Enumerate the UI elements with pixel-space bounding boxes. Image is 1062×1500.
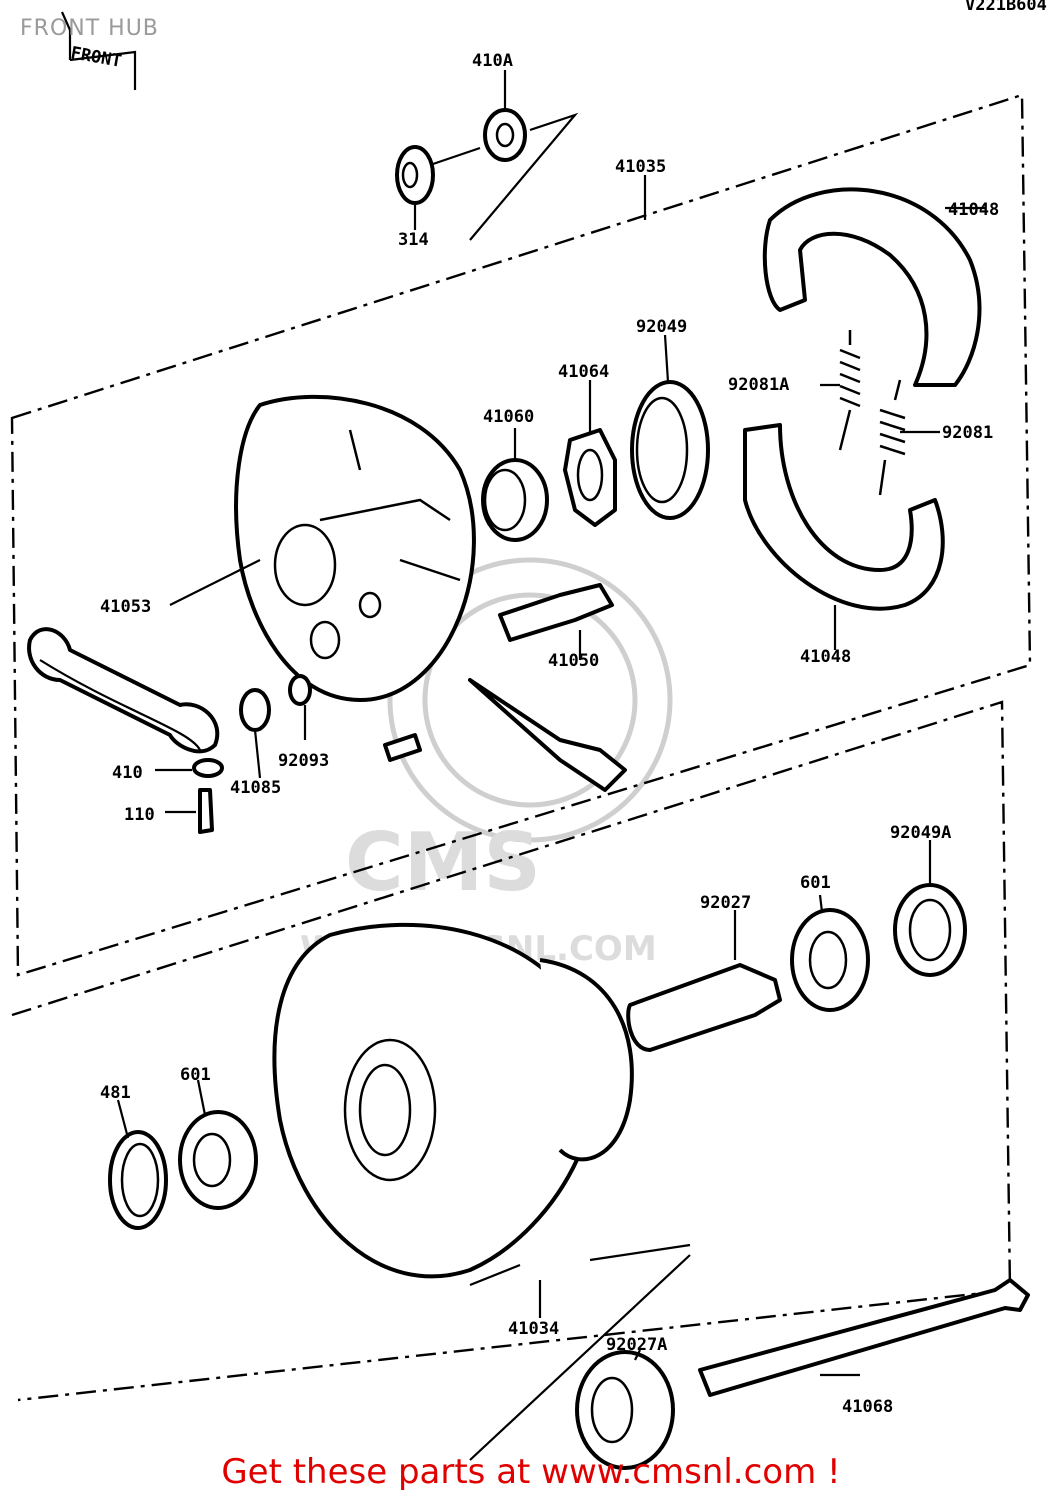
hub-41034 — [272, 922, 634, 1279]
oring-92093 — [288, 674, 312, 706]
washer-410 — [192, 758, 224, 778]
label-41064: 41064 — [558, 362, 609, 382]
diagram-ref-code: V221B604 — [965, 0, 1047, 15]
spacer-92027 — [626, 963, 782, 1052]
cam-41050 — [498, 583, 614, 642]
label-410A: 410A — [472, 51, 513, 71]
label-92049A: 92049A — [890, 823, 951, 843]
washer-41085 — [239, 688, 271, 732]
label-41034: 41034 — [508, 1319, 559, 1339]
axle-41068 — [698, 1278, 1030, 1397]
label-41048-bottom: 41048 — [800, 647, 851, 667]
label-92081A: 92081A — [728, 375, 789, 395]
lever-41053 — [27, 627, 220, 754]
label-92081: 92081 — [942, 423, 993, 443]
gear-41060 — [481, 458, 549, 542]
label-41053: 41053 — [100, 597, 151, 617]
label-601-left: 601 — [180, 1065, 211, 1085]
clip-314 — [395, 145, 435, 205]
spring-92081A — [838, 330, 861, 451]
circlip-481 — [108, 1130, 168, 1230]
brake-panel — [234, 394, 476, 702]
spring-92081 — [878, 379, 906, 496]
label-110: 110 — [124, 805, 155, 825]
label-481: 481 — [100, 1083, 131, 1103]
label-92049: 92049 — [636, 317, 687, 337]
label-601-right: 601 — [800, 873, 831, 893]
pin-small — [383, 733, 422, 762]
bolt-110 — [198, 788, 214, 834]
get-parts-link[interactable]: Get these parts at www.cmsnl.com ! — [221, 1452, 841, 1492]
label-92027: 92027 — [700, 893, 751, 913]
bearing-601-right — [790, 908, 870, 1012]
label-41035: 41035 — [615, 157, 666, 177]
watermark-brand: CMS — [345, 816, 541, 909]
label-41068: 41068 — [842, 1397, 893, 1417]
label-92027A: 92027A — [606, 1335, 667, 1355]
brake-shoe-bottom — [743, 423, 945, 611]
front-arrow-label: FRONT — [69, 43, 123, 72]
label-314: 314 — [398, 230, 429, 250]
label-92093: 92093 — [278, 751, 329, 771]
collar-92027A — [575, 1350, 675, 1470]
page-title: FRONT HUB — [20, 16, 159, 41]
indicator-rod — [468, 678, 627, 792]
hub-assembly-boundary — [11, 700, 1012, 1402]
label-41060: 41060 — [483, 407, 534, 427]
label-410: 410 — [112, 763, 143, 783]
label-41085: 41085 — [230, 778, 281, 798]
brake-shoe-top — [762, 187, 982, 387]
label-41050: 41050 — [548, 651, 599, 671]
seal-92049A — [893, 883, 967, 977]
gasket-41064 — [563, 428, 617, 527]
washer-410A — [483, 108, 527, 162]
seal-92049 — [630, 380, 710, 520]
bearing-601-left — [178, 1110, 258, 1210]
label-41048-top: 41048 — [948, 200, 999, 220]
